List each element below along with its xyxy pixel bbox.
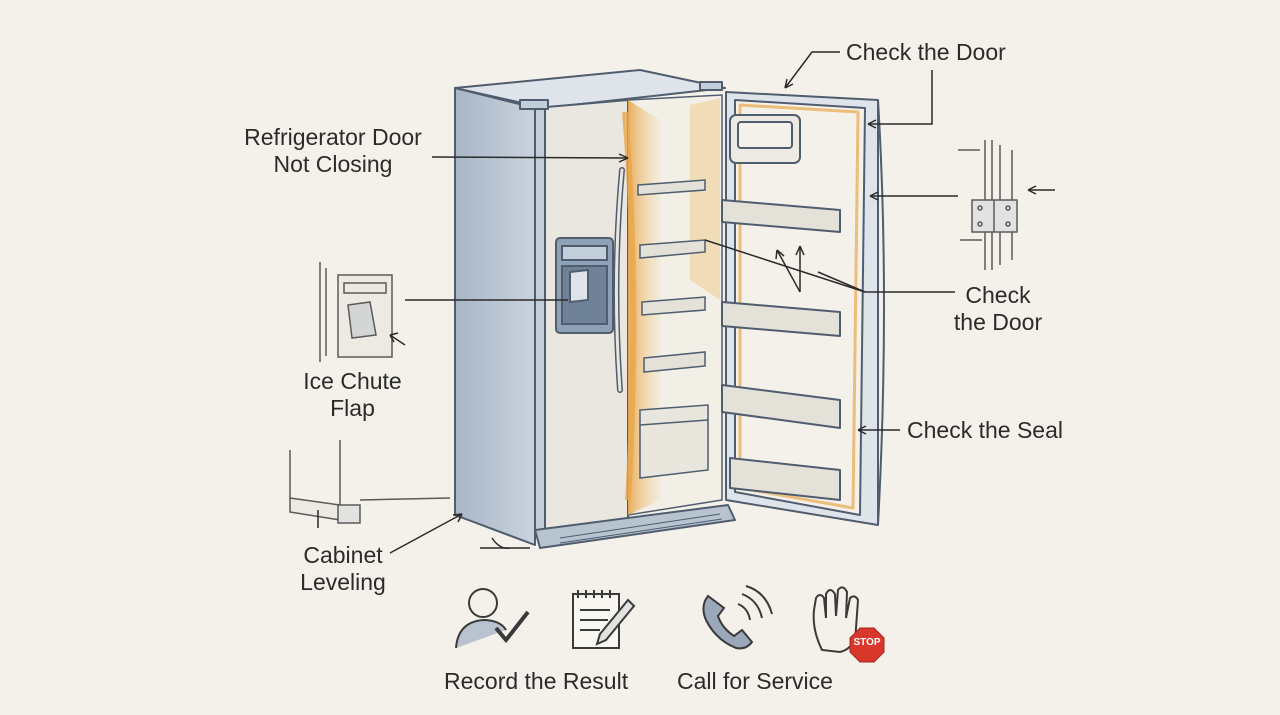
hand-stop-icon: [812, 586, 860, 654]
refrigerator: [454, 69, 736, 549]
fridge-side: [454, 87, 536, 546]
door-seal: [738, 103, 860, 510]
label-check-seal: Check the Seal: [907, 417, 1063, 443]
fridge-top: [454, 69, 726, 109]
person-check-icon: [455, 588, 530, 649]
label-call-service: Call for Service: [677, 668, 833, 694]
stop-sign-icon: [849, 627, 885, 663]
callout-lines: [389, 51, 958, 554]
gasket-highlight: [622, 111, 637, 501]
cabinet-leveling-inset: [289, 440, 451, 528]
fridge-door-open: [721, 91, 885, 526]
stop-sign-text: STOP: [853, 637, 881, 648]
phone-icon: [702, 585, 773, 650]
label-door-not-closing: Refrigerator Door Not Closing: [244, 124, 422, 177]
callout-check-door-top: [784, 51, 840, 89]
ice-dispenser: [555, 237, 614, 334]
label-check-door-top: Check the Door: [846, 39, 1006, 65]
callout-cabinet-leveling: [389, 513, 463, 554]
label-cabinet-leveling: Cabinet Leveling: [300, 542, 386, 595]
ice-chute-flap: [347, 301, 377, 339]
label-check-door-mid: Check the Door: [953, 282, 1043, 335]
ice-chute-inset: [319, 262, 406, 362]
label-record-result: Record the Result: [444, 668, 629, 694]
freezer-door-edge: [534, 107, 546, 531]
callout-door-not-closing: [431, 156, 629, 159]
fridge-interior: [622, 94, 723, 516]
hinge-inset: [958, 140, 1055, 270]
notepad-pencil-icon: [572, 590, 636, 649]
label-ice-chute: Ice Chute Flap: [303, 368, 402, 421]
